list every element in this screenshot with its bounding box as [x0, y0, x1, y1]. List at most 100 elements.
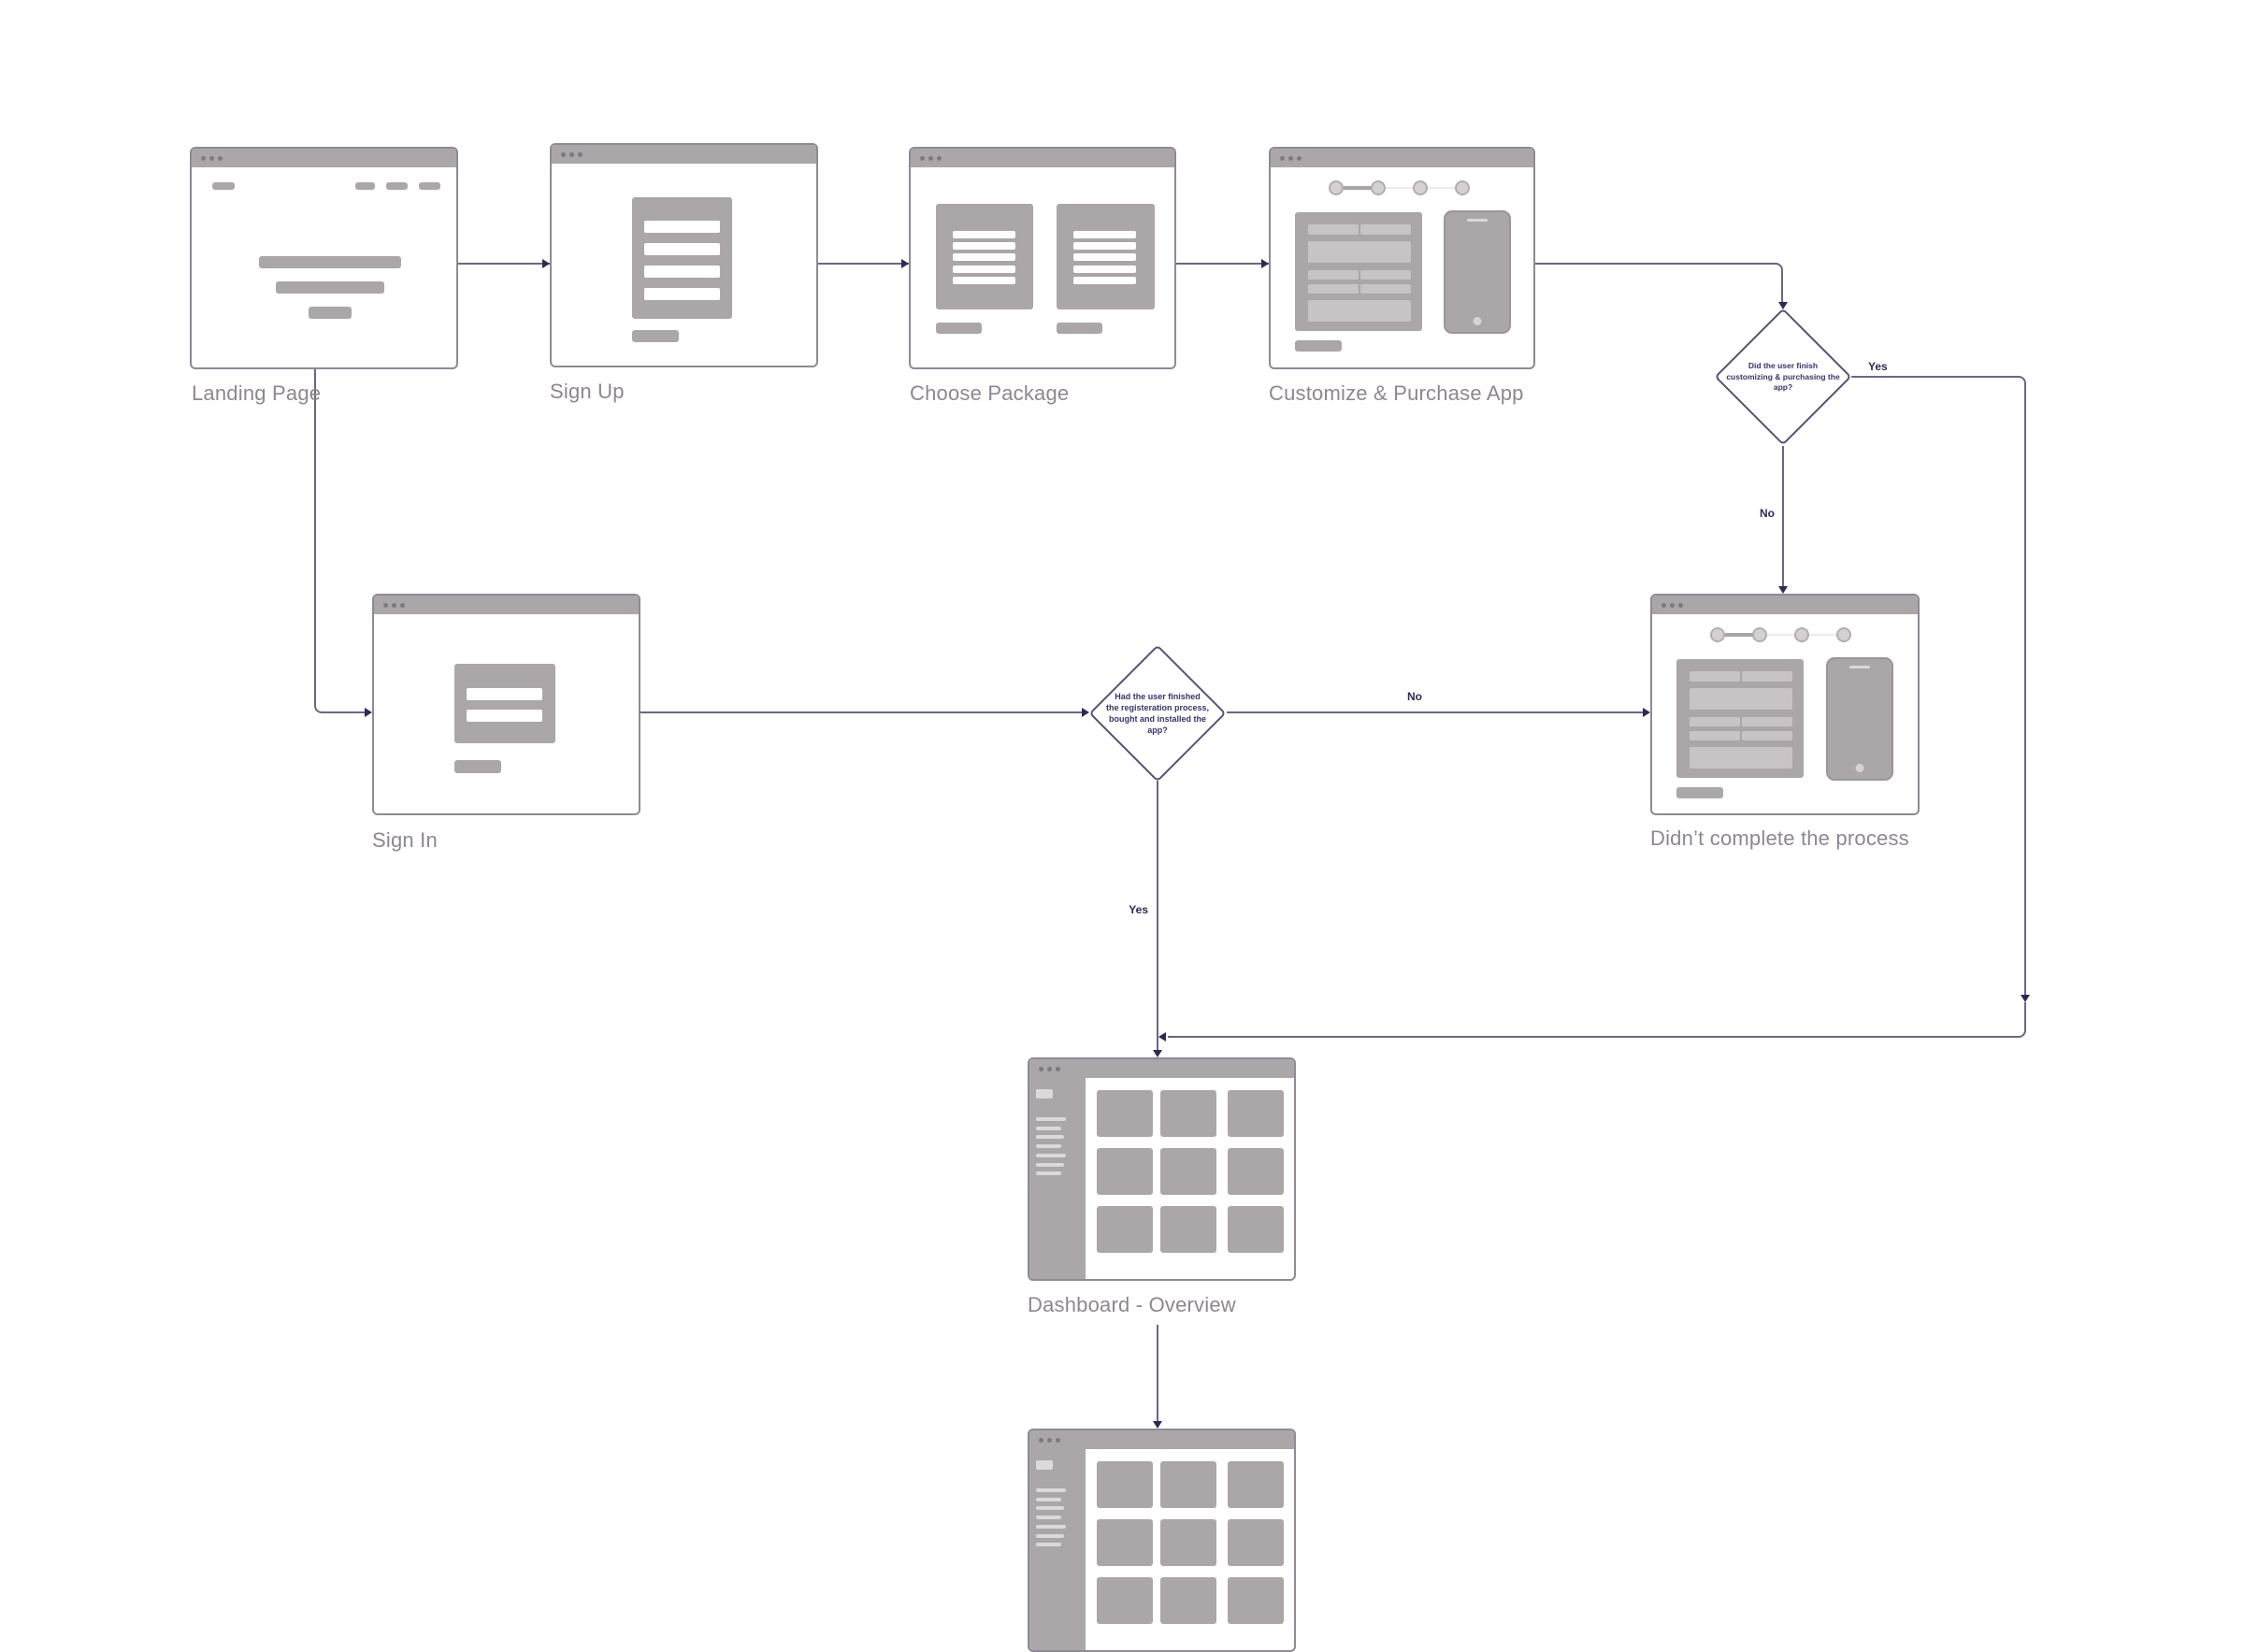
sidebar-menu-item-placeholder: [1036, 1135, 1064, 1139]
sign-up-label: Sign Up: [550, 380, 625, 403]
phone-speaker-icon: [1467, 219, 1488, 222]
package-line-placeholder: [953, 277, 1015, 284]
edge-decision1-no: [1782, 446, 1784, 586]
arrowhead-icon: [1082, 708, 1089, 717]
customize-purchase-window[interactable]: [1269, 147, 1535, 369]
stepper-connector: [1344, 186, 1372, 190]
stepper-step-icon: [1752, 627, 1767, 642]
edge-decision1-yes-h1: [1851, 376, 2019, 378]
incomplete-process-label: Didn’t complete the process: [1650, 826, 1909, 850]
customize-purchase-label: Customize & Purchase App: [1269, 381, 1524, 405]
dashboard-sidebar: [1029, 1078, 1086, 1279]
dashboard-tile-placeholder: [1160, 1206, 1216, 1253]
form-field-placeholder: [467, 710, 542, 722]
arrowhead-icon: [1778, 302, 1788, 309]
edge-label-no: No: [1407, 690, 1422, 703]
nav-link-placeholder: [386, 182, 408, 190]
stepper-connector: [1428, 187, 1456, 189]
arrowhead-icon: [1153, 1421, 1162, 1429]
window-dot-icon: [209, 156, 214, 161]
package-line-placeholder: [953, 242, 1015, 250]
window-dot-icon: [1678, 603, 1683, 608]
dashboard-detail-window[interactable]: [1028, 1429, 1296, 1652]
edge-landing-signin-v: [314, 369, 316, 706]
arrowhead-icon: [1261, 259, 1269, 268]
dashboard-tile-placeholder: [1228, 1206, 1284, 1253]
edge-signin-decision: [640, 711, 1082, 713]
decision-purchase-question: Did the user finish customizing & purcha…: [1726, 361, 1840, 392]
edge-choose-customize: [1176, 263, 1269, 265]
window-titlebar: [1029, 1059, 1294, 1078]
phone-mockup: [1444, 210, 1511, 334]
hero-button-placeholder: [309, 307, 352, 319]
window-dot-icon: [1039, 1067, 1043, 1071]
form-field-placeholder: [1690, 671, 1740, 682]
window-dot-icon: [1056, 1067, 1060, 1071]
edge-label-yes: Yes: [1129, 903, 1148, 916]
phone-home-button-icon: [1473, 317, 1482, 325]
sign-in-window[interactable]: [372, 594, 640, 815]
landing-page-window[interactable]: [190, 147, 458, 369]
package-line-placeholder: [953, 231, 1015, 238]
form-field-placeholder: [1308, 270, 1359, 280]
stepper-step-icon: [1329, 180, 1344, 195]
sidebar-menu-item-placeholder: [1036, 1488, 1066, 1492]
edge-decision1-yes-v2: [2024, 1002, 2026, 1030]
form-field-placeholder: [467, 688, 542, 700]
edge-landing-signin-h: [322, 711, 365, 713]
edge-dashboard-next: [1157, 1325, 1158, 1421]
dashboard-tile-placeholder: [1097, 1206, 1153, 1253]
form-field-placeholder: [644, 266, 720, 278]
window-titlebar: [1271, 149, 1533, 167]
phone-mockup: [1826, 657, 1893, 781]
package-card-placeholder: [1057, 204, 1155, 309]
form-field-placeholder: [1308, 284, 1359, 294]
dashboard-tile-placeholder: [1160, 1148, 1216, 1195]
form-button-placeholder: [454, 760, 501, 773]
window-dot-icon: [561, 152, 566, 157]
incomplete-process-window[interactable]: [1650, 594, 1920, 815]
dashboard-tile-placeholder: [1097, 1148, 1153, 1195]
edge-decision2-yes: [1157, 781, 1158, 1050]
stepper-step-icon: [1794, 627, 1809, 642]
edge-decision1-yes-h2: [1168, 1036, 2019, 1038]
package-line-placeholder: [1073, 277, 1136, 284]
sidebar-menu-item-placeholder: [1036, 1171, 1061, 1175]
dashboard-tile-placeholder: [1160, 1519, 1216, 1566]
edge-corner: [314, 706, 322, 713]
form-field-placeholder: [1690, 747, 1792, 769]
window-titlebar: [374, 596, 639, 614]
package-line-placeholder: [1073, 231, 1136, 238]
dashboard-tile-placeholder: [1228, 1577, 1284, 1624]
nav-logo-placeholder: [212, 182, 235, 190]
arrowhead-icon: [1158, 1032, 1166, 1041]
form-field-placeholder: [644, 288, 720, 300]
sidebar-menu-item-placeholder: [1036, 1144, 1061, 1148]
window-dot-icon: [392, 603, 396, 608]
form-field-placeholder: [1308, 300, 1411, 322]
window-dot-icon: [937, 156, 942, 161]
dashboard-tile-placeholder: [1228, 1461, 1284, 1508]
window-dot-icon: [201, 156, 206, 161]
choose-package-window[interactable]: [909, 147, 1176, 369]
stepper-connector: [1809, 634, 1837, 636]
dashboard-tile-placeholder: [1097, 1090, 1153, 1137]
package-line-placeholder: [1073, 266, 1136, 273]
arrowhead-icon: [1778, 586, 1788, 594]
window-dot-icon: [569, 152, 574, 157]
dashboard-tile-placeholder: [1228, 1519, 1284, 1566]
sidebar-logo-placeholder: [1036, 1460, 1053, 1470]
edge-signup-choose: [818, 263, 909, 265]
package-card-placeholder: [936, 204, 1033, 309]
dashboard-overview-window[interactable]: [1028, 1057, 1296, 1281]
window-dot-icon: [1280, 156, 1285, 161]
window-titlebar: [192, 149, 456, 167]
dashboard-overview-label: Dashboard - Overview: [1028, 1293, 1236, 1316]
window-titlebar: [1652, 596, 1918, 614]
window-dot-icon: [1056, 1438, 1060, 1443]
dashboard-tile-placeholder: [1160, 1090, 1216, 1137]
window-dot-icon: [1047, 1438, 1052, 1443]
sign-in-label: Sign In: [372, 828, 438, 852]
sign-up-window[interactable]: [550, 143, 818, 367]
form-field-placeholder: [1742, 717, 1792, 726]
